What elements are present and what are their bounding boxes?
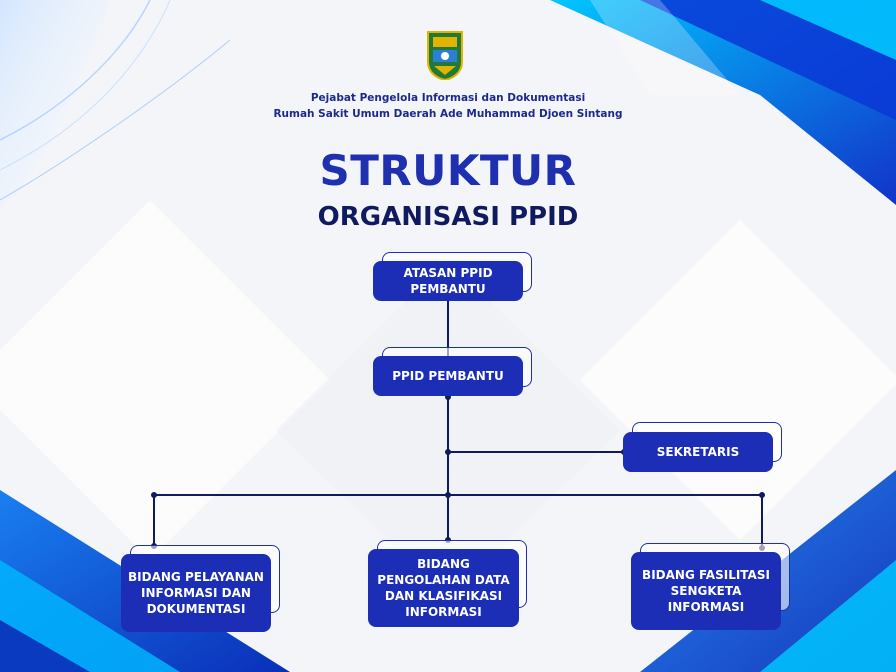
node-bidang-fasilitasi-label: BIDANG FASILITASI SENGKETA INFORMASI xyxy=(631,552,781,630)
node-bidang-pengolahan-label: BIDANG PENGOLAHAN DATA DAN KLASIFIKASI I… xyxy=(368,549,519,627)
connector-node xyxy=(445,449,451,455)
node-ppid-label: PPID PEMBANTU xyxy=(373,356,523,396)
page-title: STRUKTUR xyxy=(319,146,577,195)
node-sekretaris-label: SEKRETARIS xyxy=(623,432,773,472)
node-bidang-pelayanan-label: BIDANG PELAYANAN INFORMASI DAN DOKUMENTA… xyxy=(121,554,271,632)
node-atasan-label: ATASAN PPID PEMBANTU xyxy=(373,261,523,301)
page-subtitle: ORGANISASI PPID xyxy=(317,202,579,232)
connector-node xyxy=(151,492,157,498)
organization-name-line1: Pejabat Pengelola Informasi dan Dokument… xyxy=(310,92,586,104)
connector-node xyxy=(759,492,765,498)
connector-node xyxy=(445,492,451,498)
regional-emblem-icon xyxy=(427,31,463,80)
organization-name-line2: Rumah Sakit Umum Daerah Ade Muhammad Djo… xyxy=(273,108,623,120)
